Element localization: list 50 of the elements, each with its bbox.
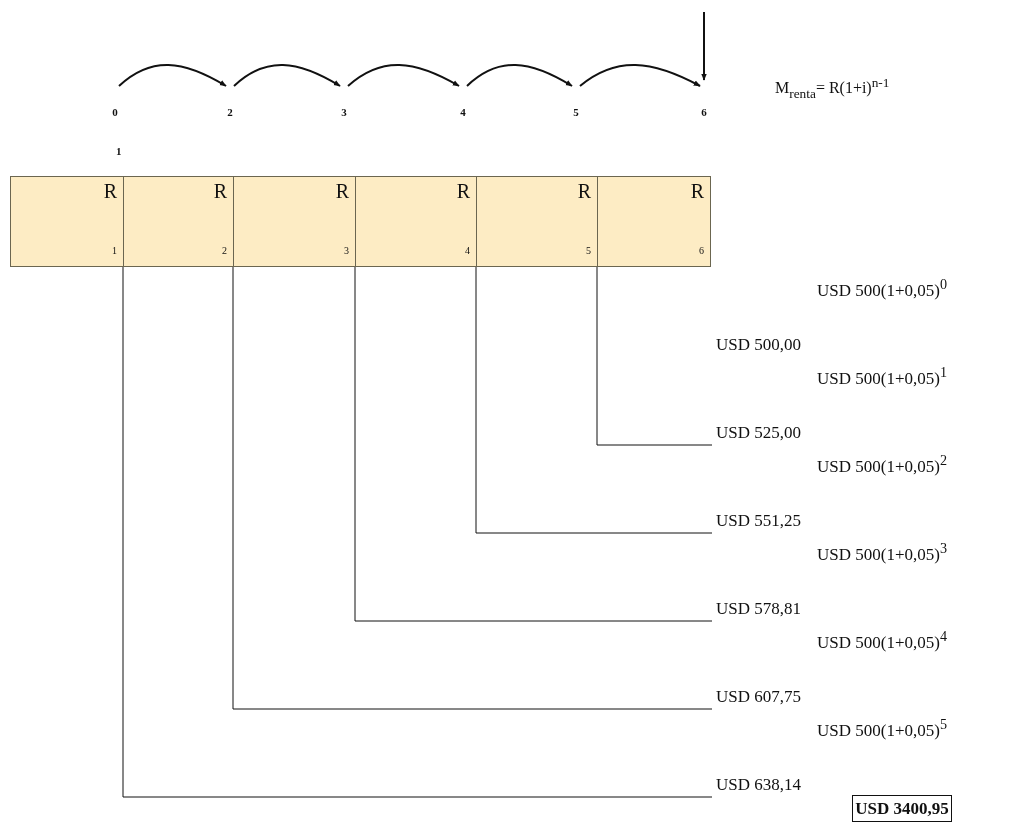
payment-symbol: R bbox=[103, 181, 117, 201]
leader-line bbox=[596, 266, 713, 446]
time-period-number: 4 bbox=[460, 107, 466, 118]
compound-formula: USD 500(1+0,05)$^{1}$ bbox=[817, 365, 947, 387]
payment-cell bbox=[123, 176, 234, 267]
payment-index: 6 bbox=[699, 246, 704, 256]
amount-value: USD 551,25 bbox=[715, 512, 801, 529]
payment-index: 4 bbox=[465, 246, 470, 256]
amount-value: USD 525,00 bbox=[715, 424, 801, 441]
payment-cell bbox=[476, 176, 598, 267]
time-period-number: 6 bbox=[701, 107, 707, 118]
formula-text: M$_{renta}$= R(1+i)$^{n-1}$ bbox=[775, 76, 890, 100]
arrow bbox=[701, 11, 707, 81]
amount-value: USD 500,00 bbox=[715, 336, 801, 353]
compound-formula: USD 500(1+0,05)$^{4}$ bbox=[817, 629, 947, 651]
curved-arrow bbox=[347, 64, 460, 87]
time-period-number: 0 bbox=[112, 107, 118, 118]
leader-line bbox=[475, 266, 713, 534]
payment-index: 1 bbox=[112, 246, 117, 256]
curved-arrow bbox=[579, 64, 701, 87]
payment-index: 2 bbox=[222, 246, 227, 256]
leader-line bbox=[232, 266, 713, 710]
compound-formula: USD 500(1+0,05)$^{0}$ bbox=[817, 277, 947, 299]
payment-symbol: R bbox=[213, 181, 227, 201]
compound-formula: USD 500(1+0,05)$^{3}$ bbox=[817, 541, 947, 563]
time-period-number: 5 bbox=[573, 107, 579, 118]
payment-cell bbox=[233, 176, 356, 267]
compound-formula: USD 500(1+0,05)$^{5}$ bbox=[817, 717, 947, 739]
payment-symbol: R bbox=[335, 181, 349, 201]
leader-line bbox=[354, 266, 713, 622]
payment-cell bbox=[597, 176, 711, 267]
payment-symbol: R bbox=[577, 181, 591, 201]
leader-line bbox=[122, 266, 713, 798]
amount-value: USD 607,75 bbox=[715, 688, 801, 705]
total-amount-box: USD 3400,95 bbox=[852, 795, 952, 822]
payment-cell bbox=[10, 176, 124, 267]
payment-symbol: R bbox=[456, 181, 470, 201]
amount-value: USD 578,81 bbox=[715, 600, 801, 617]
curved-arrow bbox=[233, 64, 341, 87]
period-number: 1 bbox=[116, 146, 122, 157]
payment-cell bbox=[355, 176, 477, 267]
compound-formula: USD 500(1+0,05)$^{2}$ bbox=[817, 453, 947, 475]
payment-symbol: R bbox=[690, 181, 704, 201]
time-period-number: 2 bbox=[227, 107, 233, 118]
curved-arrow bbox=[466, 64, 573, 87]
time-period-number: 3 bbox=[341, 107, 347, 118]
payment-index: 3 bbox=[344, 246, 349, 256]
payment-index: 5 bbox=[586, 246, 591, 256]
curved-arrow bbox=[118, 64, 227, 87]
amount-value: USD 638,14 bbox=[715, 776, 801, 793]
